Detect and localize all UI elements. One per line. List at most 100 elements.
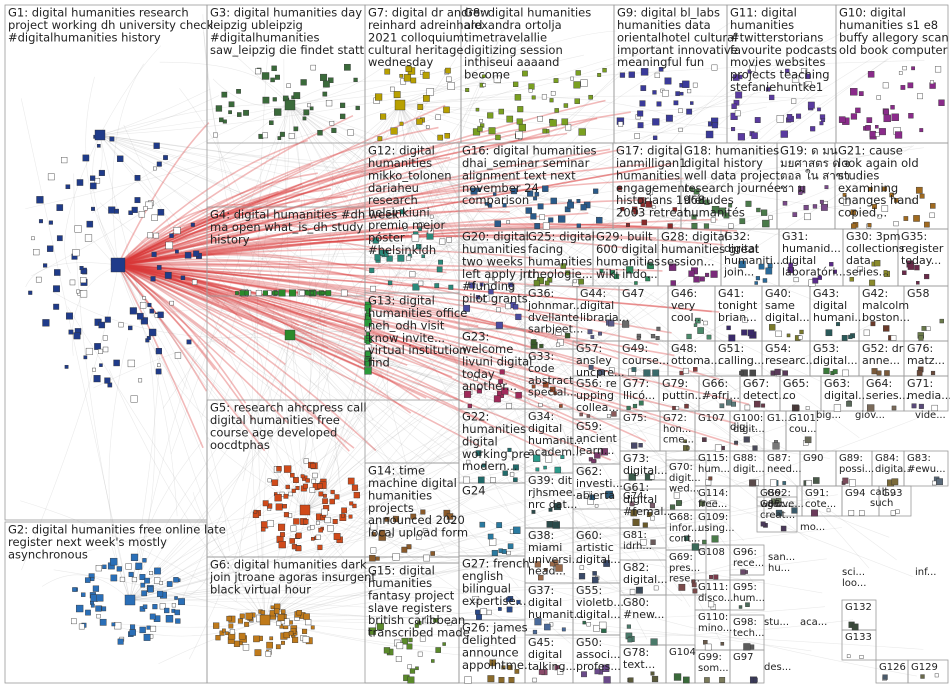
node-g7 [405, 65, 412, 72]
node-g12 [397, 254, 405, 262]
group-label-line: history [210, 232, 250, 246]
node-g41 [728, 334, 736, 342]
node-g18 [703, 223, 710, 229]
node-g37 [532, 629, 538, 635]
node-g61 [642, 522, 648, 528]
node-g6 [229, 629, 235, 635]
node-g12 [370, 285, 376, 292]
node-g6 [265, 651, 272, 657]
node-g1 [134, 197, 141, 204]
node-g13 [365, 327, 371, 332]
node-g6 [292, 636, 299, 643]
node-g6 [237, 618, 243, 624]
node-g9 [673, 100, 679, 106]
group-label-line: comparison [462, 193, 529, 207]
node-g94 [859, 510, 865, 516]
node-g4 [239, 290, 246, 296]
edge [129, 283, 797, 601]
node-g78 [651, 675, 659, 683]
edge [159, 61, 291, 106]
node-g59 [591, 458, 596, 464]
node-g5 [311, 478, 316, 484]
node-g15 [395, 656, 402, 662]
group-label-line: appointme... [462, 658, 535, 672]
group-label-g51: G51:calling... [718, 342, 764, 367]
edge [264, 424, 788, 621]
hub-node [284, 329, 296, 341]
node-g2 [109, 557, 118, 566]
node-g15 [376, 622, 384, 630]
edge [289, 334, 691, 568]
grid-label-line: vide... [915, 410, 946, 421]
node-g5 [267, 520, 274, 527]
edge-strong [117, 223, 729, 266]
node-g21 [913, 215, 920, 222]
edge-strong [117, 160, 427, 266]
node-g19 [803, 205, 809, 211]
group-label-line: creat... [760, 510, 795, 521]
edge [289, 334, 588, 409]
node-g11 [769, 94, 775, 101]
edge-strong [117, 264, 544, 399]
node-g6 [260, 610, 266, 615]
node-g2 [111, 622, 116, 627]
node-g7 [447, 82, 455, 90]
node-g21 [929, 212, 935, 218]
node-g1 [128, 325, 133, 331]
node-g46 [703, 320, 708, 326]
node-g1 [130, 395, 138, 403]
group-boxes-layer [4, 4, 949, 684]
node-g12 [399, 209, 405, 215]
node-g9 [711, 64, 718, 71]
group-label-g87: G87:need... [767, 453, 802, 475]
edge [117, 264, 234, 441]
group-label-g115: G115:hum... [698, 453, 730, 475]
node-g87 [770, 479, 777, 487]
node-g7 [446, 76, 452, 82]
edge [41, 574, 131, 601]
node-g3 [288, 133, 295, 139]
node-g16 [576, 223, 581, 228]
node-g14 [371, 532, 376, 537]
node-g2 [141, 590, 148, 597]
edge [99, 134, 783, 236]
node-g8 [537, 116, 543, 122]
node-g5 [341, 507, 347, 514]
group-box-g79 [658, 375, 700, 412]
node-g19 [812, 204, 818, 209]
edge [236, 334, 291, 602]
node-g47 [650, 333, 656, 339]
node-g55 [593, 625, 600, 632]
node-g15 [407, 676, 415, 684]
edge-strong [117, 260, 447, 274]
node-g1x [772, 442, 780, 450]
node-g48 [682, 367, 689, 374]
edge [289, 125, 838, 336]
node-g18 [745, 200, 752, 207]
node-g101 [804, 436, 812, 444]
node-g8 [549, 98, 554, 103]
node-g1 [150, 276, 156, 282]
edge [264, 270, 607, 621]
edge [262, 104, 401, 227]
node-g1 [175, 249, 179, 254]
edge-strong [117, 264, 672, 334]
node-g10 [865, 125, 871, 131]
node-g18 [768, 215, 773, 220]
node-g129 [920, 674, 925, 679]
edge [57, 509, 306, 560]
edge [117, 264, 265, 348]
node-g6 [305, 618, 312, 626]
edge [99, 45, 162, 136]
node-g3 [302, 116, 307, 121]
node-g6 [226, 615, 232, 622]
node-g2 [130, 553, 139, 561]
node-g8 [574, 98, 580, 104]
group-label-line: G84: [875, 453, 899, 464]
node-g1 [93, 375, 101, 383]
node-g5 [323, 493, 327, 498]
grid-label-line: inf... [915, 567, 936, 578]
node-g1 [190, 222, 195, 227]
node-g5 [289, 538, 296, 544]
